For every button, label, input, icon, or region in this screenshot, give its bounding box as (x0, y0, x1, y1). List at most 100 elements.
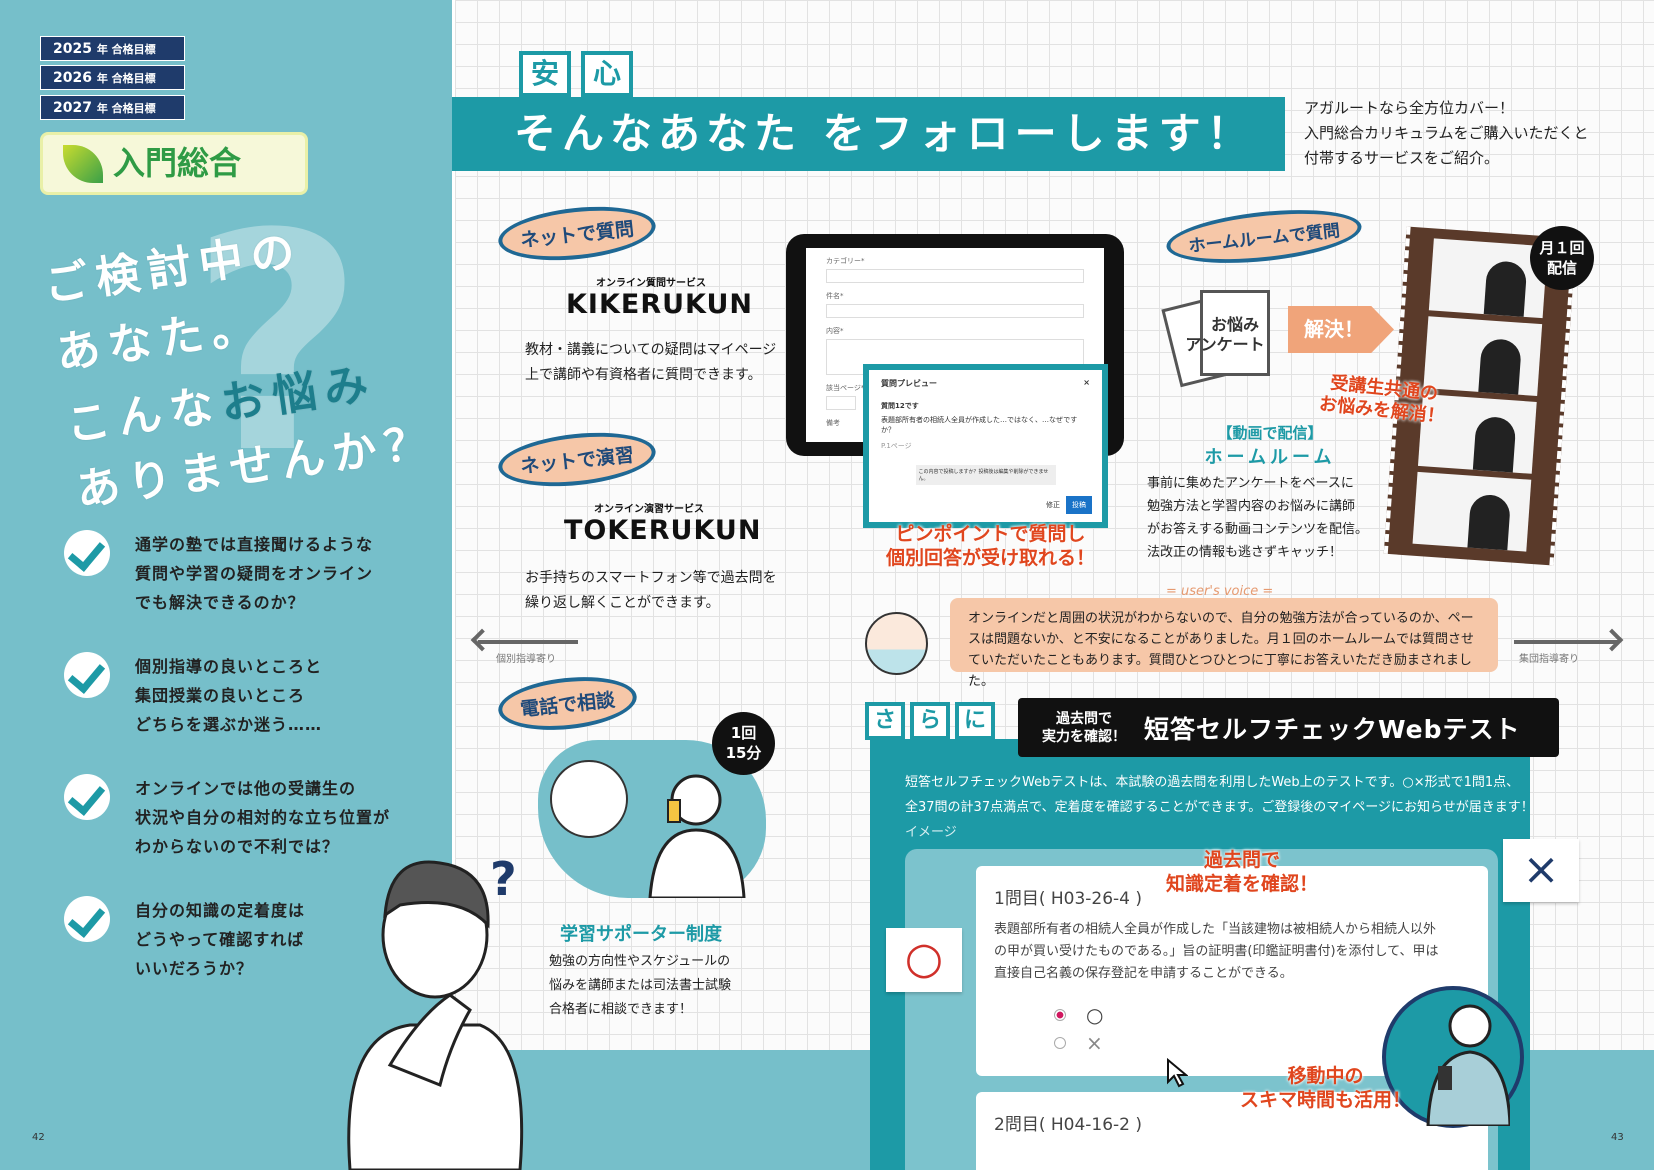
line: いいだろうか？ (135, 959, 254, 978)
businessman-with-phone-icon (1426, 1004, 1510, 1126)
line: スキマ時間も活用！ (1240, 1089, 1412, 1111)
course-logo: 入門総合 (40, 132, 308, 195)
year-suffix: 年 合格目標 (96, 72, 156, 85)
form-label: 件名* (826, 292, 844, 300)
category-select[interactable] (826, 269, 1084, 283)
question-title: 2問目( H04-16-2 ) (994, 1115, 1143, 1135)
year-label-2026: 2026 年 合格目標 (40, 65, 185, 90)
line: 事前に集めたアンケートをベースに (1147, 476, 1354, 491)
line: 知識定着を確認！ (1166, 873, 1319, 895)
scale-left-label: 個別指導寄り (496, 654, 556, 665)
title-sub: 【動画で配信】 (1217, 424, 1323, 442)
option-label: × (1086, 1031, 1103, 1055)
line: 合格者に相談できます！ (549, 1002, 693, 1017)
mouse-cursor-icon (1167, 1058, 1188, 1088)
label-sub: 過去問で実力を確認！ (1042, 710, 1126, 746)
line: ピンポイントで質問し (895, 523, 1086, 545)
tag-an: 安 (519, 51, 571, 97)
line: 集団授業の良いところ (135, 686, 306, 705)
concern-4: 自分の知識の定着度はどうやって確認すればいいだろうか？ (135, 896, 305, 983)
form-label: 該当ページ* (826, 384, 865, 392)
form-label: カテゴリー* (826, 257, 865, 265)
line: がお答えする動画コンテンツを配信。 (1147, 522, 1369, 537)
line: 1回 (730, 724, 757, 742)
left-arrow-icon (478, 640, 578, 644)
line: 直接自己名義の保存登記を申請することができる。 (994, 966, 1293, 981)
confirm-note: この内容で投稿しますか？投稿後は編集や削除ができません。 (915, 465, 1056, 485)
option-true[interactable]: ○ (1054, 1003, 1470, 1027)
radio-selected[interactable] (1054, 1009, 1066, 1021)
modal-body: 表題部所有者の相続人全員が作成した…ではなく、…なぜですか？ (881, 416, 1078, 434)
title: ホームルーム (1204, 447, 1336, 468)
line: 上で講師や有資格者に質問できます。 (525, 367, 762, 383)
page-number: 42 (32, 1132, 45, 1143)
line: わからないので不利では？ (135, 837, 340, 856)
line: 全37問の計37点満点で、定着度を確認することができます。ご登録後のマイページに… (905, 800, 1534, 815)
line: 付帯するサービスをご紹介。 (1304, 149, 1500, 167)
logo-text: 入門総合 (113, 144, 242, 182)
question-title: 1問目( H03-26-4 ) (994, 889, 1143, 909)
question-preview-modal: 質問プレビュー× 質問12です 表題部所有者の相続人全員が作成した…ではなく、…… (863, 364, 1108, 528)
line: 通学の塾では直接聞けるような (135, 535, 374, 554)
line: 状況や自分の相対的な立ち位置が (135, 808, 391, 827)
line: どうやって確認すれば (135, 930, 305, 949)
pinpoint-callout: ピンポイントで質問し個別回答が受け取れる！ (886, 522, 1095, 570)
line: 入門総合カリキュラムをご購入いただくと (1304, 124, 1589, 142)
option-false[interactable]: × (1054, 1031, 1470, 1055)
subject-input[interactable] (826, 304, 1084, 318)
check-icon (64, 896, 110, 942)
question-text: 表題部所有者の相続人全員が作成した「当該建物は被相続人から相続人以外の甲が買い受… (994, 919, 1470, 985)
check-icon (64, 530, 110, 576)
line: 質問や学習の疑問をオンライン (135, 564, 374, 583)
user-voice-text: オンラインだと周囲の状況がわからないので、自分の勉強方法が合っているのか、ペース… (950, 598, 1498, 689)
year-suffix: 年 合格目標 (96, 43, 156, 56)
line: 個別回答が受け取れる！ (886, 547, 1096, 569)
line: 配信 (1546, 259, 1577, 277)
left-page: ? 2025 年 合格目標 2026 年 合格目標 2027 年 合格目標 入門… (0, 0, 452, 1170)
line: お悩み (1210, 315, 1259, 334)
thinking-person-illustration: ? (347, 852, 524, 1170)
line: 悩みを講師または司法書士試験 (549, 978, 732, 993)
close-icon[interactable]: × (1083, 378, 1090, 387)
radio-unselected[interactable] (1054, 1037, 1066, 1049)
page-input[interactable] (826, 396, 856, 410)
year: 2026 (53, 70, 92, 86)
incorrect-bubble: × (1503, 839, 1579, 902)
web-test-label: 過去問で実力を確認！ 短答セルフチェックWebテスト (1018, 698, 1559, 757)
web-test-desc: 短答セルフチェックWebテストは、本試験の過去問を利用したWeb上のテストです。… (905, 770, 1534, 845)
concern-2: 個別指導の良いところと集団授業の良いところどちらを選ぶか迷う…… (135, 652, 322, 739)
option-label: ○ (1086, 1003, 1104, 1027)
line: の甲が買い受けたものである。」旨の証明書(印鑑証明書付)を添付して、甲は (994, 944, 1439, 959)
line: 移動中の (1287, 1065, 1364, 1087)
submit-button[interactable]: 投稿 (1066, 496, 1092, 514)
modal-page: P.1ページ (881, 442, 912, 450)
line: 勉強の方向性やスケジュールの (549, 954, 731, 969)
line: アンケート (1185, 335, 1265, 354)
logo-word: KIKERUKUN (566, 289, 754, 320)
operator-icon (550, 760, 628, 838)
support-title: 学習サポーター制度 (560, 924, 722, 945)
line: 月１回 (1539, 239, 1585, 257)
form-label: 備考 (826, 419, 840, 427)
homeroom-desc: 事前に集めたアンケートをベースに勉強方法と学習内容のお悩みに講師がお答えする動画… (1147, 472, 1368, 564)
line: 短答セルフチェックWebテストは、本試験の過去問を利用したWeb上のテストです。… (905, 775, 1520, 790)
year-label-2025: 2025 年 合格目標 (40, 36, 185, 61)
modal-heading: 質問12です (881, 402, 919, 410)
line: 繰り返し解くことができます。 (525, 595, 720, 611)
line: オンラインでは他の受講生の (135, 779, 357, 798)
logo-sub: オンライン演習サービス (594, 504, 704, 515)
line: お手持ちのスマートフォン等で過去問を (525, 570, 777, 586)
line: 勉強方法と学習内容のお悩みに講師 (1147, 499, 1356, 514)
tag-ra: ら (910, 702, 950, 740)
leaf-icon (63, 145, 103, 183)
concern-3: オンラインでは他の受講生の状況や自分の相対的な立ち位置がわからないので不利では？ (135, 774, 390, 861)
edit-button[interactable]: 修正 (1046, 501, 1060, 509)
line: アガルートなら全方位カバー！ (1304, 99, 1515, 117)
student-on-phone-icon (648, 774, 746, 898)
year-label-2027: 2027 年 合格目標 (40, 95, 185, 120)
year: 2025 (53, 41, 92, 57)
solve-arrow: 解決！ (1288, 306, 1394, 353)
